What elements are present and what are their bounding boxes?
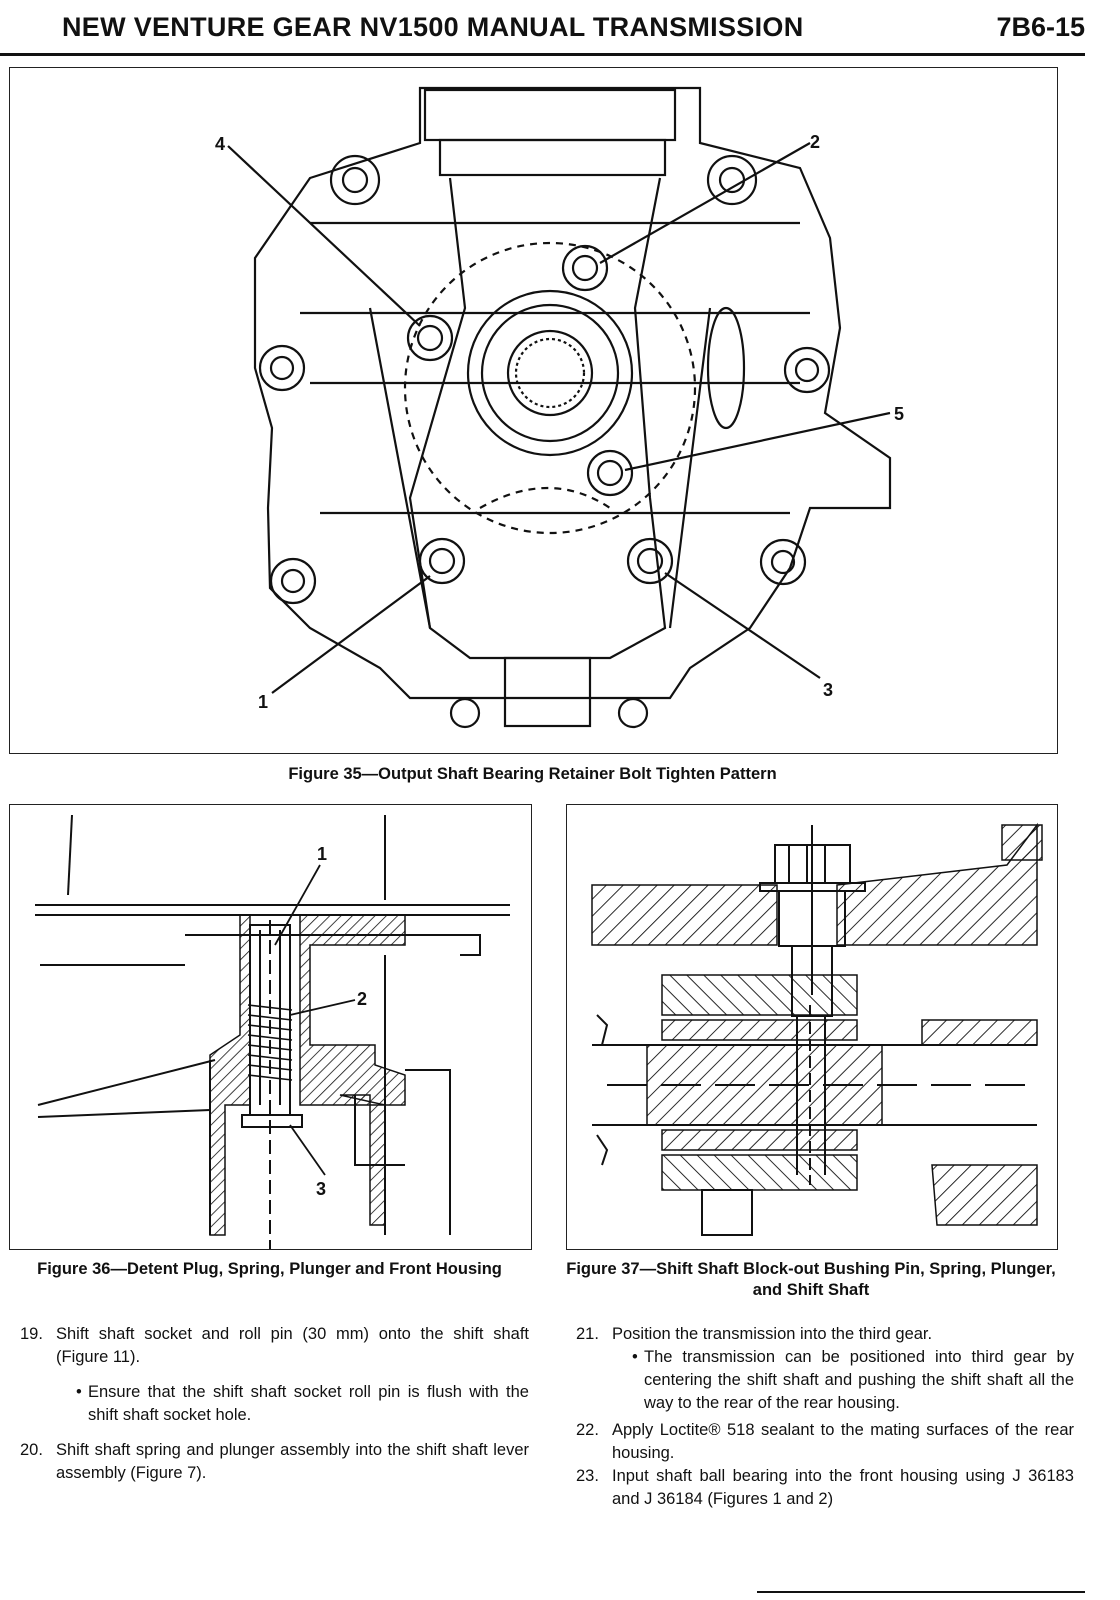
callout-3: 3	[316, 1179, 326, 1199]
header-divider	[0, 53, 1085, 56]
step-21-number: 21.	[576, 1325, 599, 1343]
step-21-bullet: • The transmission can be positioned int…	[576, 1346, 1074, 1415]
bearing-retainer-drawing: 4 2 5 3 1	[215, 86, 904, 729]
step-22-text: Apply Loctite® 518 sealant to the mating…	[612, 1421, 1074, 1462]
step-21: 21. Position the transmission into the t…	[576, 1323, 1074, 1346]
callout-1: 1	[317, 844, 327, 864]
step-19-bullet-text: Ensure that the shift shaft socket roll …	[88, 1383, 529, 1424]
right-column: 21. Position the transmission into the t…	[576, 1323, 1074, 1511]
step-20-number: 20.	[20, 1441, 43, 1459]
step-23: 23. Input shaft ball bearing into the fr…	[576, 1465, 1074, 1511]
figure-35-caption: Figure 35—Output Shaft Bearing Retainer …	[288, 765, 777, 783]
page-header: NEW VENTURE GEAR NV1500 MANUAL TRANSMISS…	[0, 8, 1085, 56]
step-22: 22. Apply Loctite® 518 sealant to the ma…	[576, 1419, 1074, 1465]
footer-divider	[757, 1591, 1085, 1593]
step-19: 19. Shift shaft socket and roll pin (30 …	[20, 1323, 529, 1369]
step-23-number: 23.	[576, 1467, 599, 1485]
figure-37-caption: Figure 37—Shift Shaft Block-out Bushing …	[566, 1260, 1056, 1299]
step-19-text: Shift shaft socket and roll pin (30 mm) …	[56, 1325, 529, 1366]
step-21-text: Position the transmission into the third…	[612, 1325, 933, 1343]
callout-2: 2	[357, 989, 367, 1009]
bullet-marker: •	[76, 1383, 82, 1401]
figure-37-illustration	[566, 804, 1058, 1250]
figure-36-caption: Figure 36—Detent Plug, Spring, Plunger a…	[37, 1260, 502, 1278]
step-22-number: 22.	[576, 1421, 599, 1439]
left-column: 19. Shift shaft socket and roll pin (30 …	[20, 1323, 529, 1485]
step-19-number: 19.	[20, 1325, 43, 1343]
callout-5: 5	[894, 404, 904, 424]
figure-36-illustration: 1 2 3	[9, 804, 532, 1250]
detent-plug-drawing: 1 2 3	[35, 814, 510, 1249]
callout-1: 1	[258, 692, 268, 712]
page-title: NEW VENTURE GEAR NV1500 MANUAL TRANSMISS…	[62, 12, 804, 42]
figure-35-illustration: 4 2 5 3 1	[9, 67, 1058, 754]
callout-2: 2	[810, 132, 820, 152]
step-21-bullet-text: The transmission can be positioned into …	[644, 1348, 1074, 1412]
step-20-text: Shift shaft spring and plunger assembly …	[56, 1441, 529, 1482]
page-number: 7B6-15	[996, 12, 1085, 42]
callout-3: 3	[823, 680, 833, 700]
callout-4: 4	[215, 134, 225, 154]
step-19-bullet: • Ensure that the shift shaft socket rol…	[20, 1381, 529, 1427]
block-out-bushing-drawing	[591, 822, 1043, 1236]
step-23-text: Input shaft ball bearing into the front …	[612, 1467, 1074, 1508]
step-20: 20. Shift shaft spring and plunger assem…	[20, 1439, 529, 1485]
bullet-marker: •	[632, 1348, 638, 1366]
